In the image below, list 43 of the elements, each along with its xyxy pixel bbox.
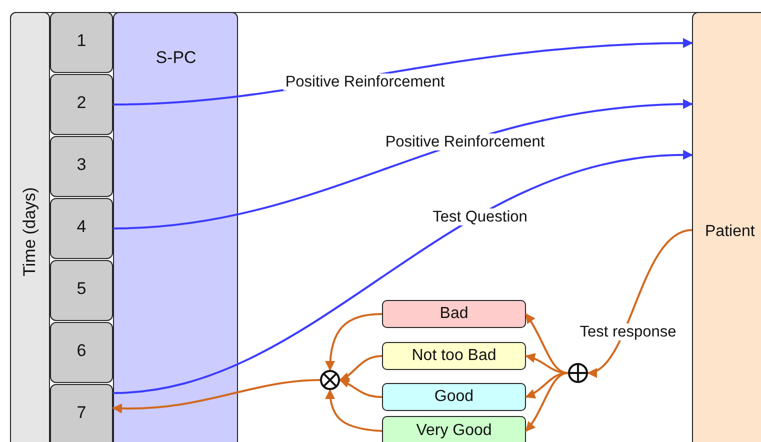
rating-box	[382, 383, 526, 411]
axis-title: Time (days)	[20, 187, 40, 277]
node-label: 4	[76, 217, 86, 237]
node-label: 5	[76, 279, 86, 299]
arrow	[112, 99, 693, 230]
arrow	[112, 150, 693, 394]
arrow	[339, 355, 382, 382]
node-label: 7	[76, 403, 86, 423]
edge-label: Test response	[578, 323, 678, 341]
arrow	[325, 313, 382, 371]
node-label: 1	[76, 31, 86, 51]
arrow	[112, 379, 320, 414]
arrow	[525, 313, 568, 374]
arrow	[525, 372, 568, 398]
multiply-junction-icon	[320, 370, 340, 390]
node-label: Patient	[705, 222, 755, 242]
time-axis-band	[10, 12, 50, 442]
arrow	[339, 378, 382, 398]
rating-box	[382, 416, 526, 442]
day-box	[50, 136, 113, 197]
arrow	[587, 229, 692, 376]
day-box	[50, 384, 113, 442]
node-label: Bad	[440, 304, 468, 324]
node-label: Very Good	[416, 422, 492, 440]
day-box	[50, 74, 113, 135]
day-box	[50, 198, 113, 259]
sum-junction-icon	[568, 363, 588, 383]
lane-band	[692, 12, 761, 442]
edge-label: Positive Reinforcement	[283, 73, 447, 91]
arrow	[525, 372, 568, 432]
rating-box	[382, 342, 526, 370]
day-box	[50, 322, 113, 383]
day-box	[50, 260, 113, 321]
node-label: Not too Bad	[412, 346, 496, 366]
node-label: 2	[76, 93, 86, 113]
node-label: 3	[76, 155, 86, 175]
arrow	[325, 389, 382, 432]
rating-box	[382, 300, 526, 328]
node-label: Good	[434, 388, 474, 406]
lane-title: S-PC	[156, 48, 196, 68]
node-label: 6	[76, 341, 86, 361]
edge-label: Test Question	[430, 208, 530, 226]
day-box	[50, 12, 113, 73]
